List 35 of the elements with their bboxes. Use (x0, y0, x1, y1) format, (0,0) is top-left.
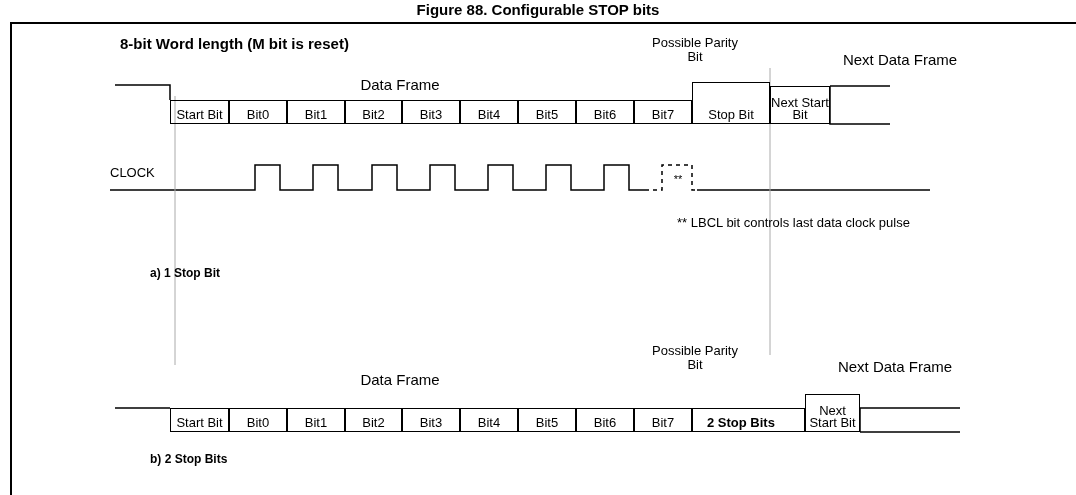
stop-bit-cell: Stop Bit (692, 82, 770, 124)
data-bit-cell: Bit3 (402, 408, 460, 432)
data-bit-cell: Bit1 (287, 408, 345, 432)
section-heading: 8-bit Word length (M bit is reset) (120, 37, 350, 51)
data-bit-cell: Bit4 (460, 408, 518, 432)
frame-label: Next Data Frame (836, 360, 954, 374)
data-bit-cell: Bit3 (402, 100, 460, 124)
frame-label: Data Frame (359, 373, 441, 387)
data-bit-cell: Bit5 (518, 408, 576, 432)
stop-bits-cell: 2 Stop Bits (692, 408, 805, 432)
frame-label: Next Data Frame (841, 53, 959, 67)
data-bit-cell: Bit7 (634, 408, 692, 432)
parity-note: Possible Parity Bit (651, 344, 739, 372)
data-bit-cell: Bit2 (345, 100, 402, 124)
parity-note: Possible Parity Bit (651, 36, 739, 64)
case-label: b) 2 Stop Bits (150, 452, 229, 466)
next-start-bit-cell: Next Start Bit (770, 86, 830, 124)
data-bit-cell: Bit6 (576, 408, 634, 432)
data-bit-cell: Bit2 (345, 408, 402, 432)
footnote-mark: ** (672, 172, 684, 186)
data-bit-cell: Bit1 (287, 100, 345, 124)
start-bit-cell: Start Bit (170, 100, 229, 124)
start-bit-cell: Start Bit (170, 408, 229, 432)
data-bit-cell: Bit5 (518, 100, 576, 124)
figure-title: Figure 88. Configurable STOP bits (415, 3, 661, 17)
frame-label: Data Frame (359, 78, 441, 92)
data-bit-cell: Bit6 (576, 100, 634, 124)
data-bit-cell: Bit0 (229, 408, 287, 432)
data-bit-cell: Bit4 (460, 100, 518, 124)
next-start-bit-cell: Next Start Bit (805, 394, 860, 432)
data-bit-cell: Bit7 (634, 100, 692, 124)
signal-label: CLOCK (110, 166, 156, 180)
case-label: a) 1 Stop Bit (150, 266, 221, 280)
data-bit-cell: Bit0 (229, 100, 287, 124)
footnote: ** LBCL bit controls last data clock pulse (677, 216, 911, 230)
